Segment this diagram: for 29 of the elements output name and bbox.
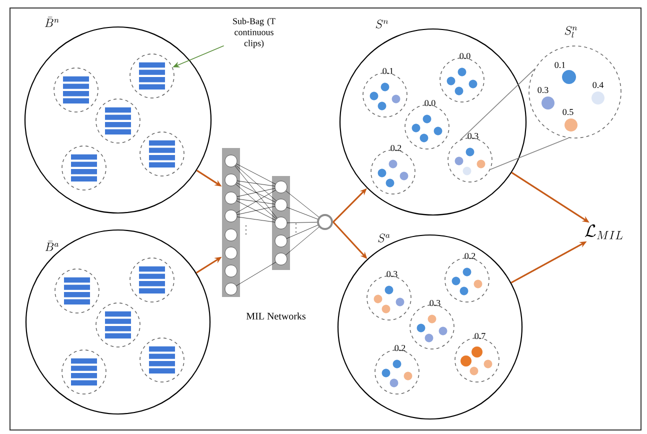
zoom-line — [460, 68, 536, 140]
node-label: 0.0 — [424, 100, 436, 106]
loss-label: $\mathcal{L}_{MIL}$ — [584, 224, 623, 240]
sub-bag-circle — [62, 350, 106, 394]
sub-bag-circle — [62, 146, 106, 190]
sub-bag-circle — [96, 98, 140, 144]
node-label: 0.0 — [460, 52, 470, 60]
node-label: 0.3 — [430, 300, 440, 306]
node-label: 0.2 — [394, 344, 406, 352]
sub-bag-circle — [140, 338, 184, 382]
sub-bag-circle — [140, 132, 184, 176]
node-label: MIL Networks — [246, 312, 306, 320]
node-label: 0.1 — [382, 68, 394, 74]
node-label: 0.2 — [464, 252, 476, 260]
node-label: $\bar{B}^n$ — [44, 16, 59, 27]
sub-bag-circle — [130, 258, 174, 302]
node-label: 0.7 — [474, 332, 486, 340]
callout-text: Sub-Bag (T continuous clips) — [233, 18, 276, 48]
sub-bag-circle — [54, 268, 100, 314]
node-label: $S_l^n$ — [564, 26, 578, 38]
network-drawing: MIL Networks — [222, 148, 333, 320]
sub-bag-circle — [54, 68, 98, 112]
zoom-line — [490, 138, 569, 170]
node-label: $S^n$ — [376, 20, 388, 28]
node-label: 0.3 — [386, 270, 398, 278]
node-label: 0.3 — [468, 132, 478, 140]
sub-bag-circle — [96, 302, 140, 348]
sub-bag-circle — [130, 54, 174, 98]
node-label: 0.2 — [390, 144, 402, 152]
